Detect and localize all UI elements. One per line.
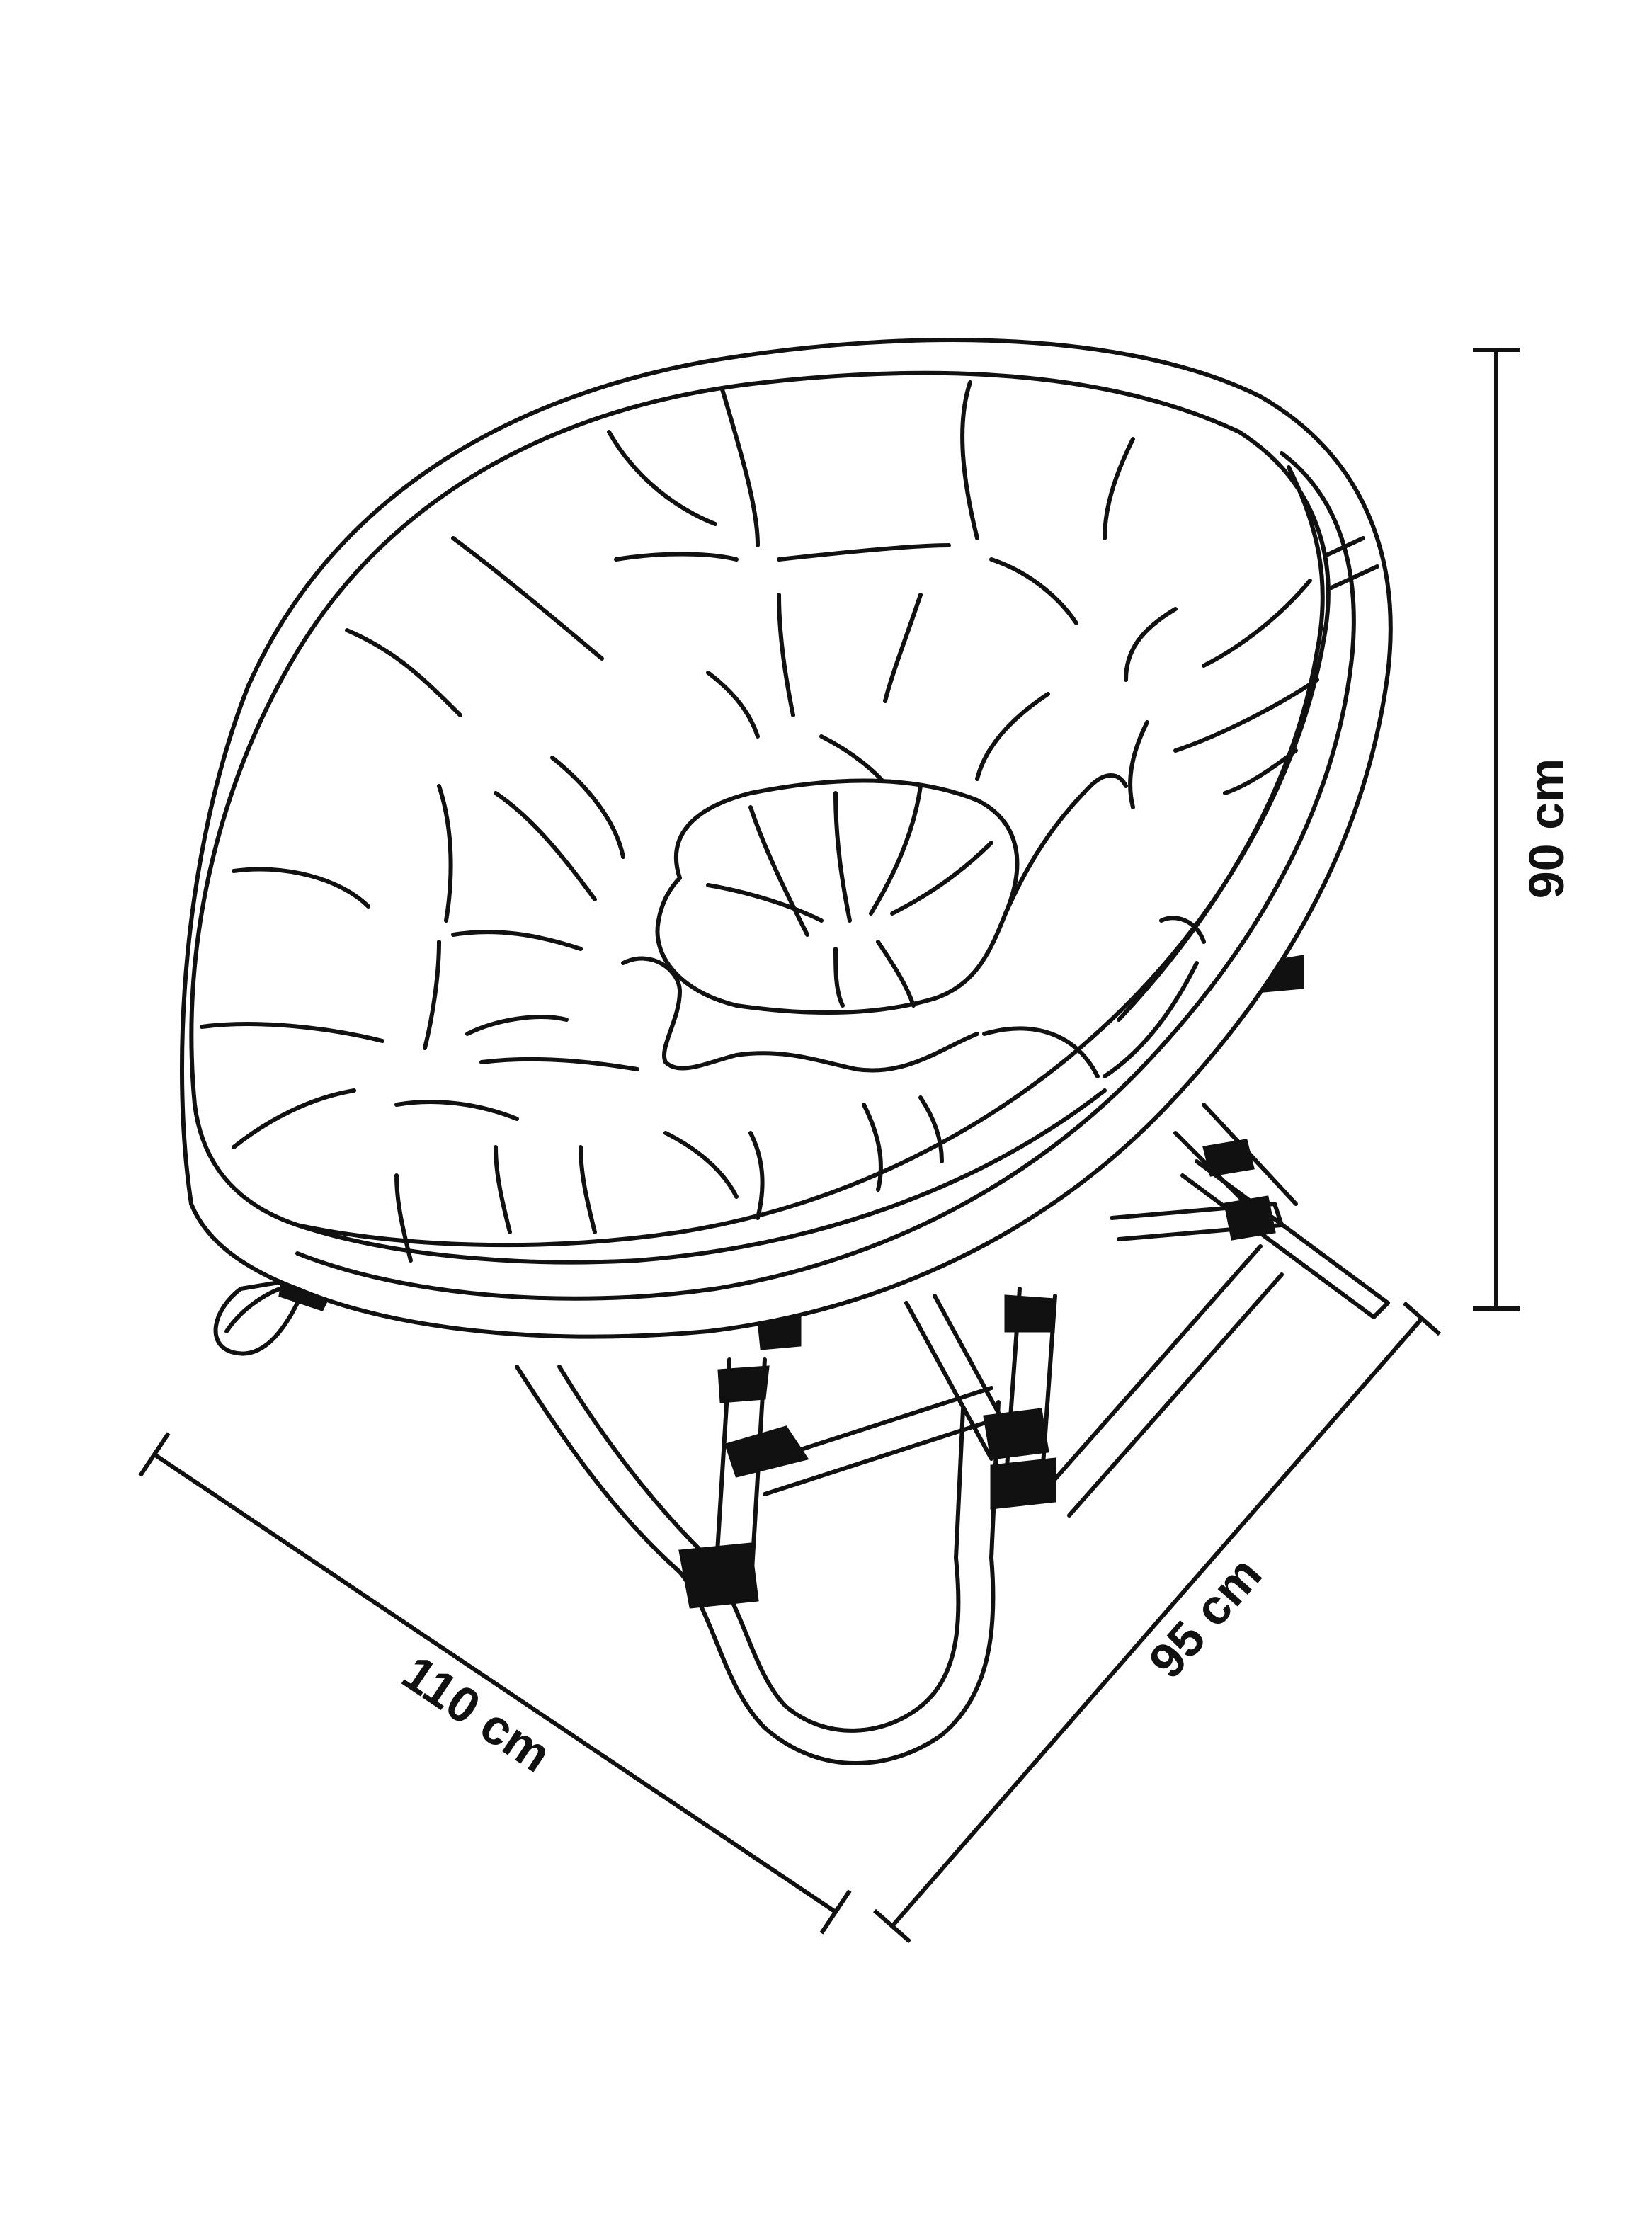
height-dimension: 90 cm	[1473, 348, 1574, 1311]
width-dimension: 110 cm	[138, 1432, 852, 1935]
chair-cushion	[189, 370, 1331, 1265]
center-pillow	[621, 778, 1100, 1078]
cushion-tuft-lines	[200, 380, 1319, 1263]
chair-base-frame	[213, 522, 1390, 1765]
height-dimension-label: 90 cm	[1519, 758, 1574, 899]
width-dimension-label: 110 cm	[393, 1645, 561, 1783]
